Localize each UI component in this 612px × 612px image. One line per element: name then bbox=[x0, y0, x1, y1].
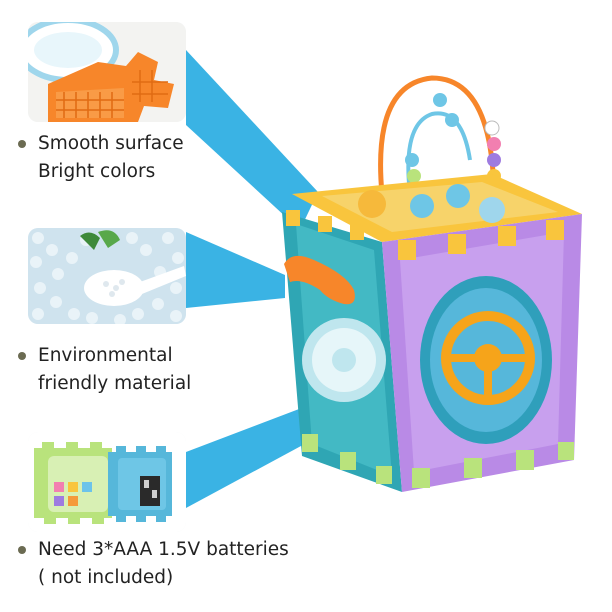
caption-line: ( not included) bbox=[38, 567, 174, 588]
product-image-activity-cube bbox=[282, 75, 582, 492]
bullet-icon bbox=[18, 352, 26, 360]
feature-image-smooth-surface bbox=[28, 22, 186, 122]
caption-line: Smooth surface bbox=[38, 133, 184, 154]
feature-caption-smooth-surface: Smooth surface Bright colors bbox=[18, 130, 184, 186]
feature-caption-material: Environmental friendly material bbox=[18, 342, 191, 398]
ray-middle bbox=[186, 232, 285, 308]
caption-line: friendly material bbox=[38, 373, 192, 394]
feature-caption-batteries: Need 3*AAA 1.5V batteries ( not included… bbox=[18, 536, 289, 592]
caption-line: Environmental bbox=[38, 345, 173, 366]
bullet-icon bbox=[18, 140, 26, 148]
caption-line: Bright colors bbox=[38, 161, 156, 182]
caption-line: Need 3*AAA 1.5V batteries bbox=[38, 539, 289, 560]
feature-image-batteries bbox=[28, 432, 186, 532]
ray-top bbox=[186, 50, 318, 230]
bullet-icon bbox=[18, 546, 26, 554]
feature-image-material bbox=[28, 228, 186, 324]
